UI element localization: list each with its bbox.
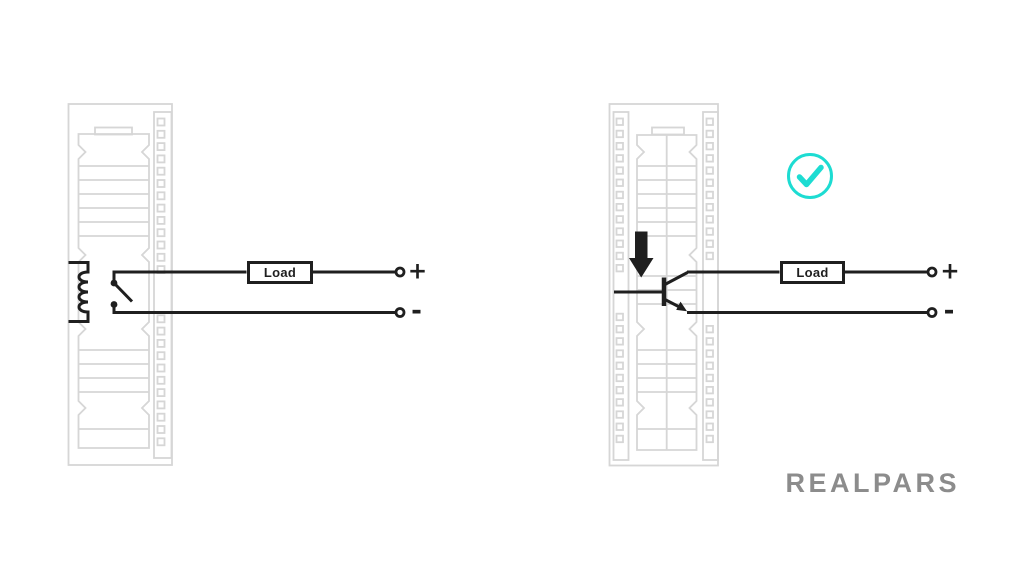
wire bbox=[112, 305, 396, 314]
realpars-logo: REALPARS bbox=[785, 468, 960, 498]
plc-module-relay bbox=[67, 103, 173, 466]
relay-switch-blade bbox=[112, 281, 134, 303]
terminal-positive bbox=[926, 266, 938, 278]
load-box-right: Load bbox=[780, 260, 845, 284]
right-circuit-wires bbox=[687, 266, 938, 318]
load-box-left: Load bbox=[247, 260, 313, 284]
terminal-positive bbox=[394, 266, 406, 278]
terminal-negative bbox=[926, 307, 938, 318]
negative-label: - bbox=[943, 296, 955, 326]
positive-label: + bbox=[940, 258, 960, 284]
down-arrow-icon bbox=[629, 231, 654, 278]
transistor-collector bbox=[662, 271, 689, 287]
transistor-emitter-arrow bbox=[676, 301, 687, 312]
transistor-emitter bbox=[662, 297, 680, 308]
positive-label: + bbox=[407, 258, 428, 284]
transistor-output-symbol bbox=[614, 271, 689, 312]
negative-label: - bbox=[411, 296, 422, 326]
relay-output-symbol bbox=[68, 261, 134, 323]
terminal-negative bbox=[394, 307, 406, 318]
check-circle-icon bbox=[787, 153, 833, 199]
plc-module-transistor bbox=[608, 103, 719, 467]
relay-contact-top bbox=[110, 279, 118, 287]
relay-coil bbox=[68, 261, 90, 323]
left-circuit-wires bbox=[112, 266, 406, 318]
relay-contact-bottom bbox=[110, 301, 118, 308]
wire bbox=[112, 270, 247, 282]
